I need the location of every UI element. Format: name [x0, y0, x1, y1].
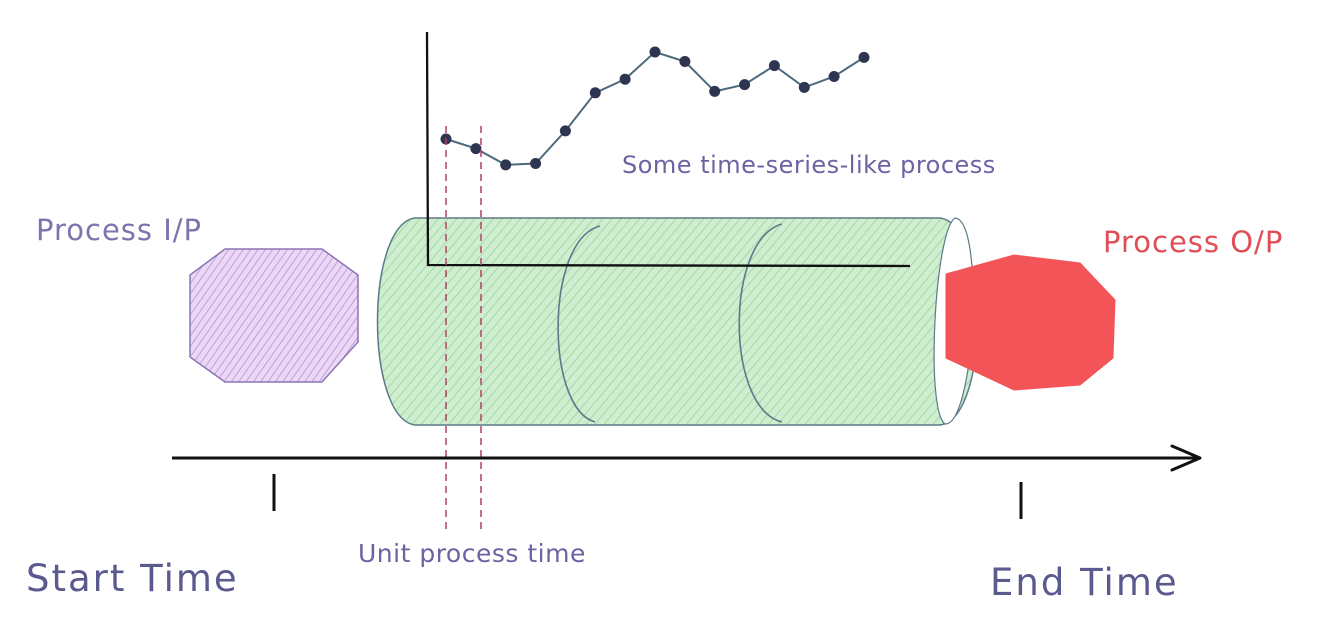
series-point-8 [679, 56, 691, 67]
series-point-13 [828, 71, 840, 82]
cylinder-body [376, 217, 979, 426]
process-cylinder [376, 217, 979, 426]
series-point-12 [798, 81, 810, 93]
series-point-9 [709, 85, 721, 97]
series-point-6 [619, 73, 631, 85]
series-plot-axes [425, 31, 911, 268]
process-output-hexagon [945, 254, 1116, 391]
unit-time-label: Unit process time [358, 539, 586, 568]
series-line [445, 50, 865, 166]
series-point-4 [559, 125, 571, 137]
series-point-10 [739, 79, 751, 91]
series-points [440, 46, 870, 171]
time-axis-arrowhead [1170, 444, 1202, 472]
series-point-5 [589, 87, 601, 99]
series-chart [440, 46, 870, 171]
process-input-label: Process I/P [36, 213, 202, 247]
cylinder-segment-2 [738, 223, 783, 423]
series-point-3 [530, 158, 542, 169]
series-point-1 [470, 143, 482, 155]
series-point-11 [768, 60, 780, 72]
process-input-hexagon [189, 248, 359, 383]
end-time-label: End Time [990, 561, 1179, 604]
process-output-label: Process O/P [1103, 225, 1283, 259]
cylinder-segment-1 [557, 225, 601, 423]
start-time-label: Start Time [26, 557, 239, 600]
series-point-2 [500, 159, 512, 171]
series-point-14 [858, 51, 870, 63]
series-point-7 [649, 46, 661, 58]
series-label: Some time-series-like process [622, 151, 996, 179]
